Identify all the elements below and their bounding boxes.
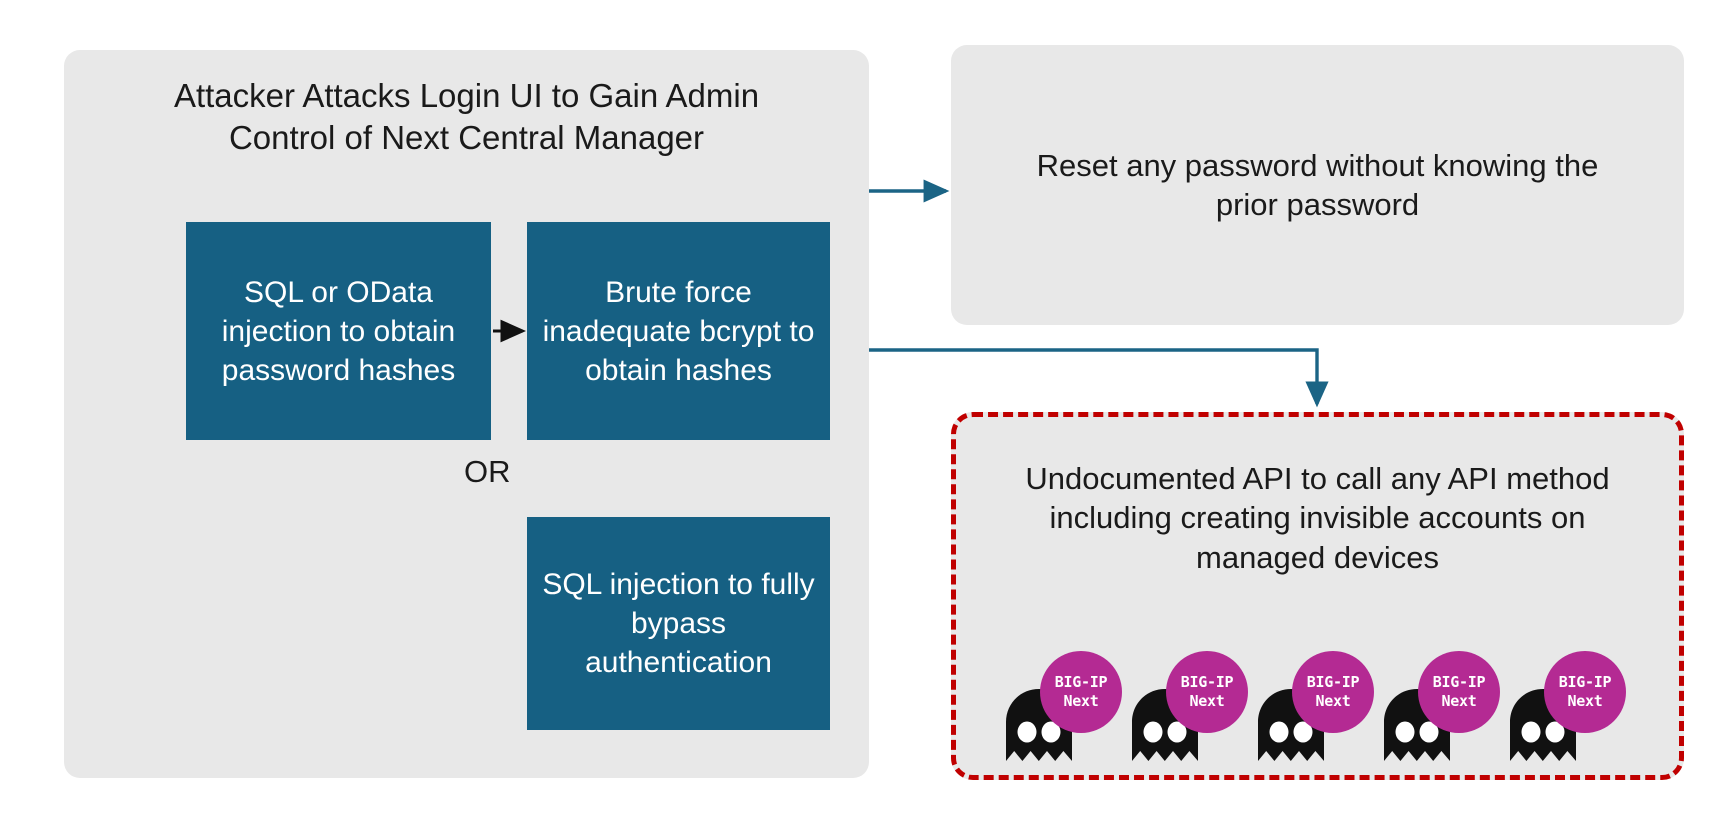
badge-line-1: BIG-IP — [1180, 672, 1234, 691]
badge-line-1: BIG-IP — [1306, 672, 1360, 691]
badge-line-1: BIG-IP — [1432, 672, 1486, 691]
badge-big-ip-next: BIG-IP Next — [1166, 651, 1248, 733]
badge-big-ip-next: BIG-IP Next — [1418, 651, 1500, 733]
badge-line-2: Next — [1567, 692, 1603, 710]
attack-panel-title: Attacker Attacks Login UI to Gain Admin … — [173, 77, 760, 156]
badge-big-ip-next: BIG-IP Next — [1292, 651, 1374, 733]
badge-big-ip-next: BIG-IP Next — [1040, 651, 1122, 733]
managed-device-2: BIG-IP Next — [1128, 651, 1260, 763]
managed-device-5: BIG-IP Next — [1506, 651, 1638, 763]
reset-outcome-text: Reset any password without knowing the p… — [1036, 147, 1599, 222]
badge-line-2: Next — [1189, 692, 1225, 710]
managed-devices-row: BIG-IP Next BIG-IP Next — [1002, 651, 1642, 763]
badge-line-1: BIG-IP — [1558, 672, 1612, 691]
badge-line-2: Next — [1063, 692, 1099, 710]
undocumented-api-panel: Undocumented API to call any API method … — [951, 412, 1684, 780]
badge-line-2: Next — [1315, 692, 1351, 710]
badge-line-1: BIG-IP — [1054, 672, 1108, 691]
or-label: OR — [464, 454, 511, 489]
step-box-brute-force-bcrypt: Brute force inadequate bcrypt to obtain … — [527, 222, 830, 440]
reset-outcome-panel: Reset any password without knowing the p… — [951, 45, 1684, 325]
connector-to-api-panel — [869, 348, 1329, 408]
step-box-sql-injection-bypass: SQL injection to fully bypass authentica… — [527, 517, 830, 730]
badge-big-ip-next: BIG-IP Next — [1544, 651, 1626, 733]
attack-panel: Attacker Attacks Login UI to Gain Admin … — [64, 50, 869, 778]
managed-device-4: BIG-IP Next — [1380, 651, 1512, 763]
badge-line-2: Next — [1441, 692, 1477, 710]
undocumented-api-text: Undocumented API to call any API method … — [1025, 461, 1610, 575]
managed-device-3: BIG-IP Next — [1254, 651, 1386, 763]
step-box-sql-odata-injection: SQL or OData injection to obtain passwor… — [186, 222, 491, 440]
managed-device-1: BIG-IP Next — [1002, 651, 1134, 763]
